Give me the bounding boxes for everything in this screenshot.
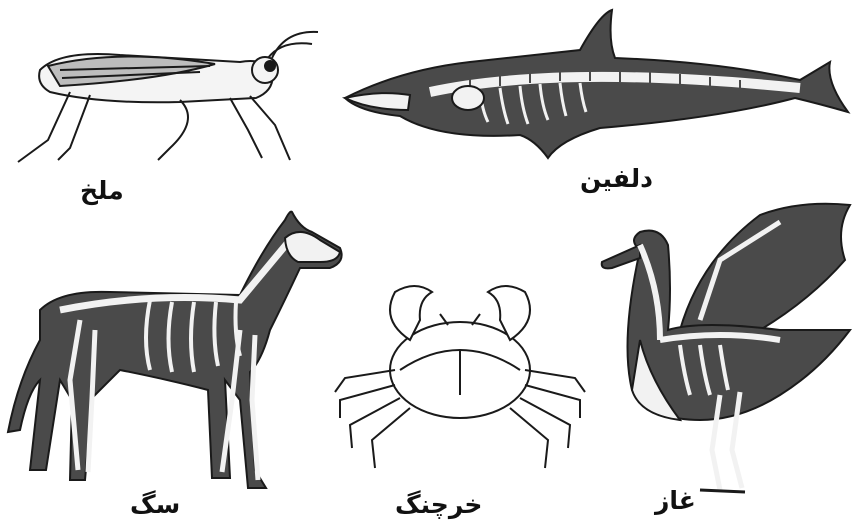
label-dolphin: دلفین — [580, 166, 653, 191]
dolphin-illustration — [345, 10, 848, 158]
label-goose: غاز — [655, 488, 696, 513]
label-crab: خرچنگ — [395, 492, 482, 517]
dog-illustration — [8, 212, 342, 488]
goose-illustration — [602, 204, 850, 492]
label-grasshopper: ملخ — [80, 178, 124, 203]
crab-illustration — [335, 286, 585, 468]
grasshopper-illustration — [18, 32, 318, 162]
label-dog: سگ — [130, 492, 180, 517]
